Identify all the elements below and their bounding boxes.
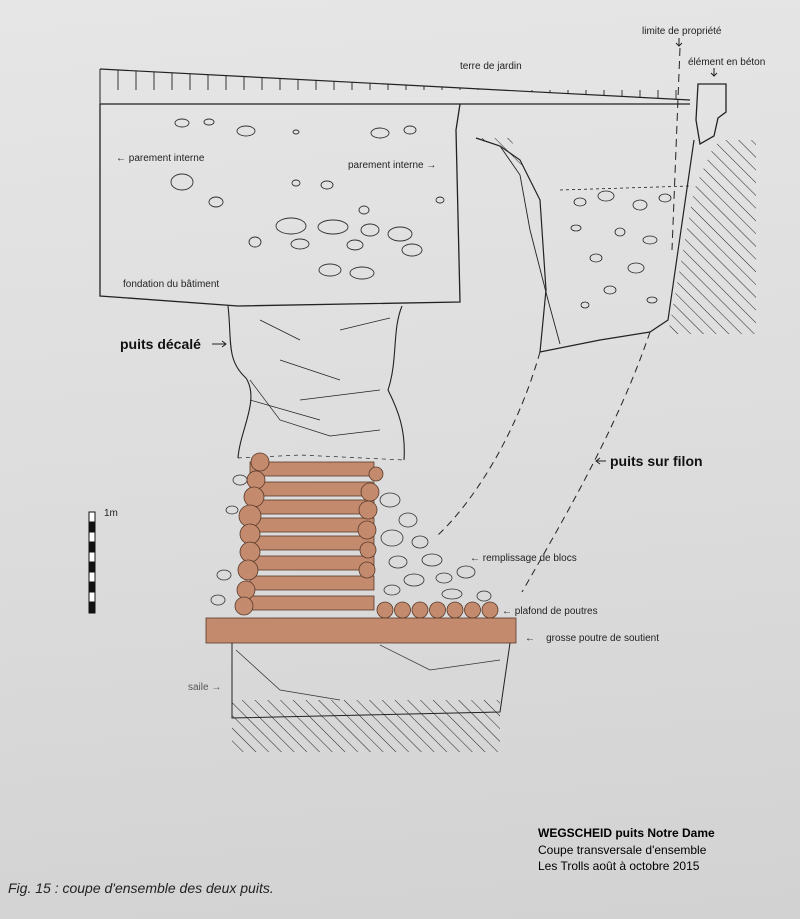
ceiling-log xyxy=(481,601,499,619)
caption-line-2: Les Trolls août à octobre 2015 xyxy=(538,859,700,873)
beam-log xyxy=(243,486,265,508)
foundation-stones xyxy=(170,118,445,280)
ceiling-log xyxy=(429,601,446,619)
building-foundation xyxy=(99,103,461,307)
timber-beams xyxy=(205,452,517,644)
support-beam-text: grosse poutre de soutient xyxy=(546,633,659,644)
internal-facing-left-label: ← parement interne xyxy=(116,153,205,164)
right-shaft xyxy=(437,137,695,593)
caption-line-1: Coupe transversale d'ensemble xyxy=(538,843,707,857)
beam-log xyxy=(239,523,261,545)
beam-log xyxy=(234,596,254,616)
lower-ground xyxy=(231,642,511,752)
vein-shaft-label: puits sur filon xyxy=(610,453,703,469)
scale-label: 1m xyxy=(104,508,118,519)
offset-shaft-label: puits décalé xyxy=(120,336,201,352)
beam-plank xyxy=(249,595,375,611)
offset-shaft xyxy=(227,305,405,461)
beam-log xyxy=(360,482,380,502)
scale-bar xyxy=(88,511,96,614)
beam-log xyxy=(237,559,259,581)
topsoil-layer xyxy=(99,68,691,105)
support-beam xyxy=(205,617,517,644)
beam-plank xyxy=(249,575,375,591)
concrete-element-label: élément en béton xyxy=(688,57,766,68)
beam-log xyxy=(236,580,256,600)
ledge-label: saile → xyxy=(188,682,222,693)
ceiling-log xyxy=(411,601,429,619)
beam-plank xyxy=(249,481,375,497)
rock-hatching-right xyxy=(668,140,756,334)
beam-log xyxy=(246,470,266,490)
figure-caption: Fig. 15 : coupe d'ensemble des deux puit… xyxy=(8,880,274,896)
support-beam-label: ← grosse poutre de soutient xyxy=(525,633,659,644)
beam-log xyxy=(368,466,384,482)
property-limit-label: limite de propriété xyxy=(642,26,722,37)
label-arrows xyxy=(212,38,718,465)
garden-soil-label: terre de jardin xyxy=(460,61,522,72)
beam-log xyxy=(239,541,261,563)
beam-plank xyxy=(249,555,375,571)
beam-ceiling-label: ← plafond de poutres xyxy=(502,606,598,617)
beam-ceiling-text: plafond de poutres xyxy=(514,606,598,617)
beam-plank xyxy=(249,499,375,515)
ledge-text: saile xyxy=(188,682,209,693)
beam-log xyxy=(358,561,376,579)
concrete-element xyxy=(695,83,727,146)
beam-log xyxy=(250,452,270,472)
beam-plank xyxy=(249,517,375,533)
ceiling-log xyxy=(394,601,411,619)
block-fill-text: remplissage de blocs xyxy=(482,553,577,564)
beam-log xyxy=(358,500,378,520)
foundation-label: fondation du bâtiment xyxy=(123,279,220,290)
ceiling-log xyxy=(376,601,394,619)
property-limit-line xyxy=(671,47,681,251)
ceiling-log xyxy=(446,601,464,619)
beam-log xyxy=(359,541,377,559)
beam-log xyxy=(357,520,377,540)
ceiling-log xyxy=(464,601,481,619)
internal-facing-right-label: parement interne → xyxy=(348,160,437,171)
block-fill-label: ← remplissage de blocs xyxy=(470,553,577,564)
beam-plank xyxy=(249,535,375,551)
caption-title: WEGSCHEID puits Notre Dame xyxy=(538,826,715,840)
